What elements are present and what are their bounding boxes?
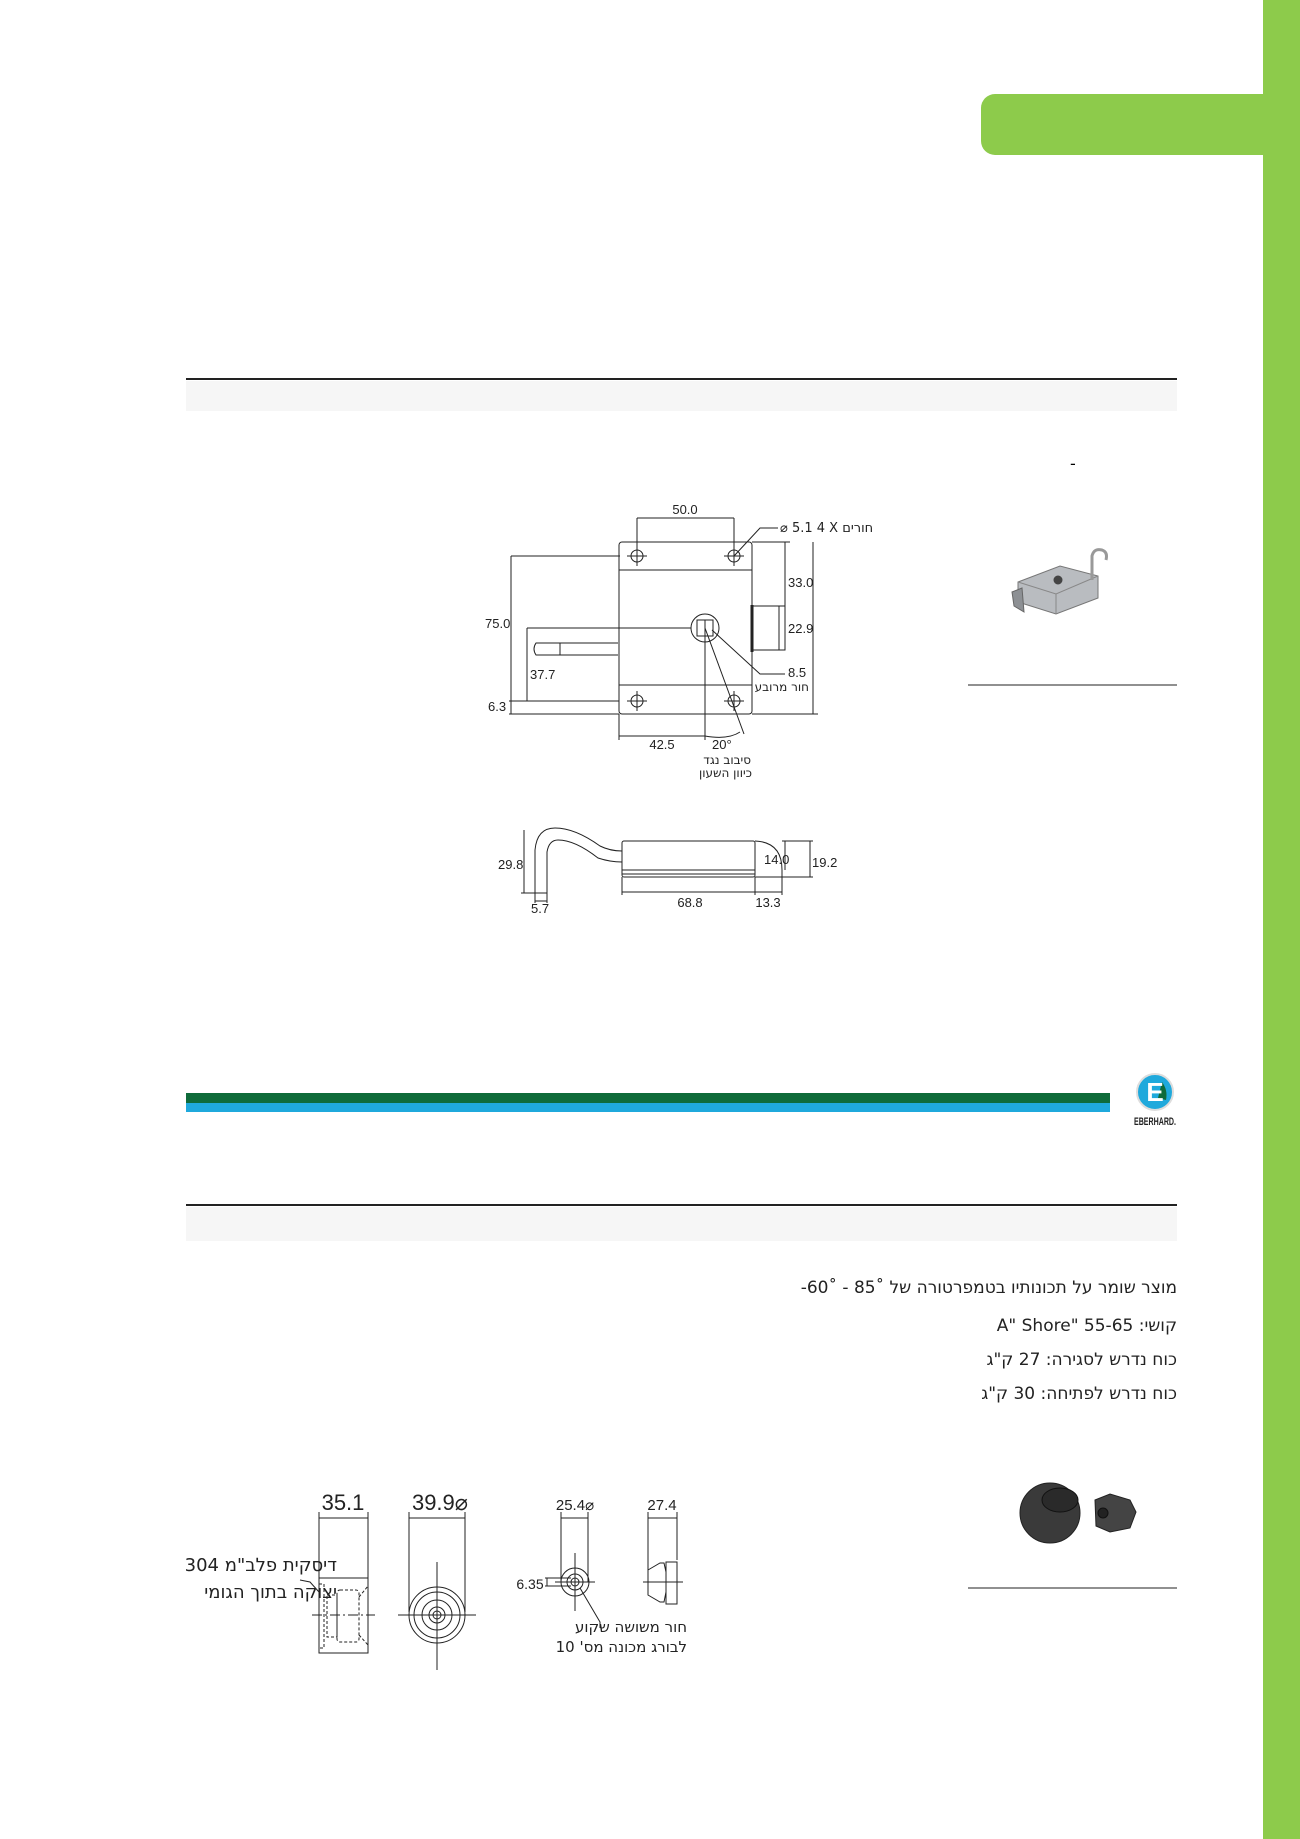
hole-label-1: חור משושה שקוע [575, 1618, 687, 1636]
bumper-product-photo [1019, 1482, 1137, 1544]
divider-stripe-green [186, 1093, 1110, 1103]
dim-39: 39.9⌀ [412, 1490, 468, 1515]
square-hole-label: חור מרובע [755, 680, 809, 694]
dim-19: 19.2 [812, 855, 837, 870]
dim-75: 75.0 [485, 616, 510, 631]
dim-13: 13.3 [755, 895, 780, 910]
section2-rule [186, 1204, 1177, 1206]
spec-hardness: קושי: 55-65 "A" Shore [996, 1316, 1177, 1336]
spec-closing-force: כוח נדרש לסגירה: 27 ק"ג [986, 1350, 1177, 1370]
dim-37: 37.7 [530, 667, 555, 682]
dash-text: - [1070, 454, 1076, 473]
rotation-label-1: סיבוב נגד [703, 753, 751, 767]
dim-22: 22.9 [788, 621, 813, 636]
latch-product-photo [1011, 548, 1108, 615]
latch-side-drawing: 29.8 5.7 68.8 13.3 14.0 19.2 [498, 827, 837, 916]
hole-label-2: לבורג מכונה מס' 10 [556, 1638, 687, 1656]
dim-35: 35.1 [322, 1490, 365, 1515]
eberhard-logo: E EBERHARD. [1134, 1073, 1176, 1128]
dim-68: 68.8 [677, 895, 702, 910]
disc-label-1: דיסקית פלב"מ 304 [185, 1555, 338, 1576]
divider-stripe-blue [186, 1103, 1110, 1112]
logo-text: EBERHARD. [1134, 1116, 1176, 1128]
holes-label: ⌀ 5.1 4 X חורים [780, 521, 873, 536]
side-color-bar [1263, 0, 1300, 1839]
section1-rule [186, 378, 1177, 380]
spec-opening-force: כוח נדרש לפתיחה: 30 ק"ג [981, 1384, 1177, 1404]
dim-50: 50.0 [672, 502, 697, 517]
disc-label-2: יצוקה בתוך הגומי [204, 1582, 337, 1603]
dim-33: 33.0 [788, 575, 813, 590]
dim-6-3: 6.3 [488, 699, 506, 714]
rotation-label-2: כיוון השעון [699, 766, 752, 780]
section1-header-band [186, 381, 1177, 411]
latch-front-drawing: 50.0 ⌀ 5.1 4 X חורים 33.0 22.9 75.0 37.7… [485, 502, 873, 780]
dim-6-35: 6.35 [516, 1576, 543, 1592]
dim-29: 29.8 [498, 857, 523, 872]
dim-25: 25.4⌀ [556, 1497, 594, 1514]
dim-8-5: 8.5 [788, 665, 806, 680]
dim-27: 27.4 [647, 1497, 676, 1514]
angle-20: 20° [712, 737, 732, 752]
dim-5-7: 5.7 [531, 901, 549, 916]
dim-14: 14.0 [764, 852, 789, 867]
bumper-drawing: 35.1 דיסקית פלב"מ 304 יצוקה בתוך הגומי 3… [185, 1490, 687, 1670]
dim-42: 42.5 [649, 737, 674, 752]
logo-letter: E [1146, 1077, 1163, 1107]
section-tab [981, 94, 1271, 155]
spec-temperature: מוצר שומר על תכונותיו בטמפרטורה של ˚85 -… [800, 1278, 1177, 1298]
section2-header-band [186, 1207, 1177, 1241]
